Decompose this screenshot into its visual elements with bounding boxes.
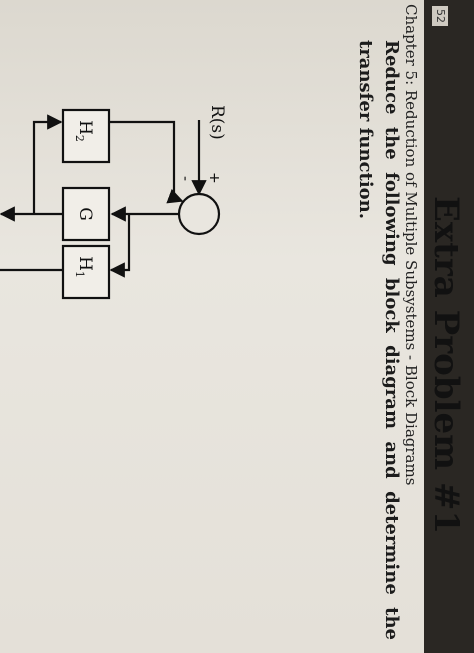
summing-junction-1 <box>177 192 221 236</box>
h1-block-label: H1 <box>73 256 95 278</box>
line-to-h1 <box>109 214 131 278</box>
h1-block <box>61 244 111 300</box>
h2-block <box>61 108 111 164</box>
g-block-label: G <box>75 207 95 221</box>
h2-block-label: H2 <box>73 120 95 142</box>
junction1-sign-minus: - <box>177 176 193 181</box>
input-label: R(s) <box>207 105 227 140</box>
line-to-h2 <box>32 114 63 214</box>
h2-feedback-line <box>109 120 184 204</box>
junction1-sign-plus: + <box>206 172 222 184</box>
